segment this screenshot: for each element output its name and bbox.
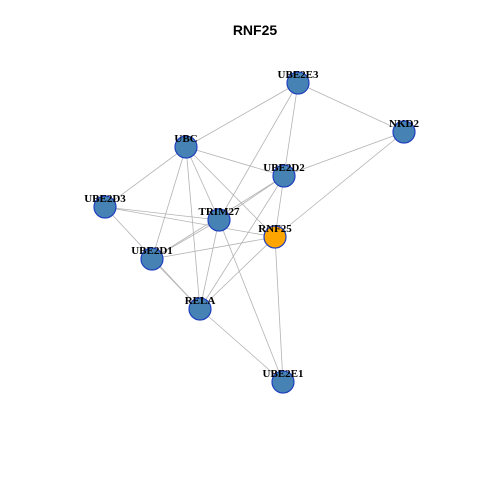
node-ubc [174,135,198,159]
node-ube2d2 [272,164,296,188]
node-ube2e1 [271,370,295,394]
edge-ubc-rela [185,146,201,310]
node-label-ube2e1: UBE2E1 [263,368,304,380]
edge-nkd2-ube2d2 [283,131,405,177]
edge-ube2e3-ubc [185,82,299,148]
edge-ube2d2-trim27 [218,175,285,221]
graph-title: RNF25 [233,22,278,38]
edge-ube2d3-rnf25 [104,206,276,238]
node-label-ube2d1: UBE2D1 [131,245,173,257]
node-label-ube2d2: UBE2D2 [263,162,305,174]
edge-ube2e3-ube2d2 [283,82,299,177]
node-rela [188,297,212,321]
node-trim27 [207,208,231,232]
node-label-ube2e3: UBE2E3 [278,69,319,81]
node-label-trim27: TRIM27 [199,206,240,218]
edge-rela-ube2e1 [199,308,284,383]
edge-rnf25-ube2e1 [274,236,284,383]
edge-ubc-ube2d3 [104,146,187,208]
edge-ubc-trim27 [185,146,220,221]
edge-ube2e3-nkd2 [297,82,405,133]
edge-ubc-rnf25 [185,146,276,238]
node-label-ube2d3: UBE2D3 [84,193,126,205]
node-label-nkd2: NKD2 [389,118,419,130]
edge-ube2e3-trim27 [218,82,299,221]
node-label-rela: RELA [185,295,216,307]
edge-nkd2-rnf25 [274,131,405,238]
edge-rnf25-rela [199,236,276,310]
node-nkd2 [392,120,416,144]
nodes-layer [93,71,416,394]
edge-trim27-ube2e1 [218,219,284,383]
edge-trim27-rela [199,219,220,310]
node-ube2e3 [286,71,310,95]
edge-ube2d3-trim27 [104,206,220,221]
edge-trim27-ube2d1 [151,219,220,260]
edge-ubc-ube2d2 [185,146,285,177]
edge-ube2d1-rnf25 [151,236,276,260]
node-ube2d1 [140,247,164,271]
node-label-rnf25: RNF25 [258,223,292,235]
edge-ubc-ube2d1 [151,146,187,260]
node-rnf25 [263,225,287,249]
node-label-ubc: UBC [174,133,197,145]
node-ube2d3 [93,195,117,219]
